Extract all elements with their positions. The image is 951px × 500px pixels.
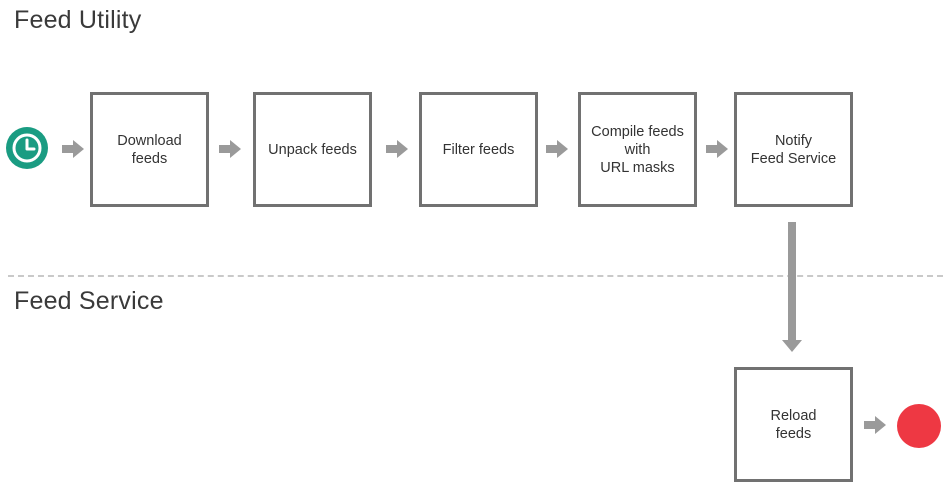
lane-title-feed-service: Feed Service: [14, 287, 164, 315]
step-download-feeds[interactable]: Download feeds: [90, 92, 209, 207]
step-compile-feeds[interactable]: Compile feeds with URL masks: [578, 92, 697, 207]
start-event: [6, 127, 48, 169]
end-event: [897, 404, 941, 448]
flow-arrow-compile-to-notify: [706, 140, 728, 158]
flow-arrow-unpack-to-filter: [386, 140, 408, 158]
step-label: Download feeds: [117, 132, 182, 167]
flow-arrow-filter-to-compile: [546, 140, 568, 158]
step-unpack-feeds[interactable]: Unpack feeds: [253, 92, 372, 207]
step-label: Unpack feeds: [268, 141, 357, 158]
lane-title-feed-utility: Feed Utility: [14, 6, 142, 34]
step-label: Reload feeds: [770, 407, 817, 442]
step-filter-feeds[interactable]: Filter feeds: [419, 92, 538, 207]
lane-divider: [8, 275, 943, 277]
step-label: Compile feeds with URL masks: [591, 123, 684, 176]
clock-icon: [12, 133, 42, 163]
step-reload-feeds[interactable]: Reload feeds: [734, 367, 853, 482]
step-label: Notify Feed Service: [750, 132, 837, 167]
flow-arrow-start-to-download: [62, 140, 84, 158]
flow-arrow-notify-to-reload: [782, 222, 802, 352]
step-notify-feed-service[interactable]: Notify Feed Service: [734, 92, 853, 207]
step-label: Filter feeds: [442, 141, 515, 158]
flow-arrow-reload-to-end: [864, 416, 886, 434]
flow-arrow-download-to-unpack: [219, 140, 241, 158]
